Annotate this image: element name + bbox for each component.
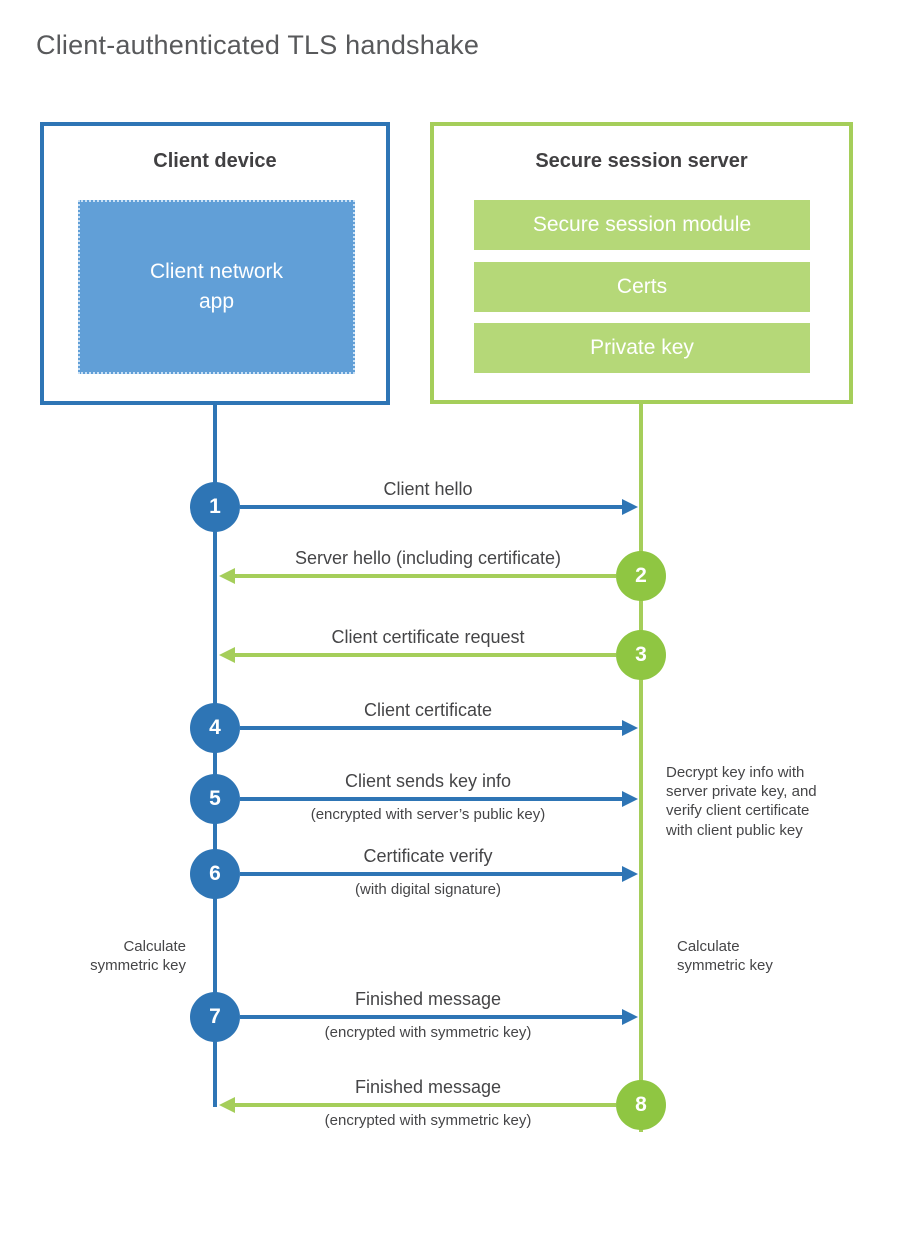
note-calculate-symmetric-key-server: Calculate symmetric key <box>677 937 807 975</box>
step-1-badge: 1 <box>190 482 240 532</box>
server-lifeline <box>639 403 643 1132</box>
step-4-arrow <box>240 726 623 730</box>
step-6-badge: 6 <box>190 849 240 899</box>
step-2-label: Server hello (including certificate) <box>294 548 562 568</box>
client-device-heading: Client device <box>153 150 277 172</box>
server-module-private-key: Private key <box>474 323 810 373</box>
step-8-badge: 8 <box>616 1080 666 1130</box>
note-calc-left-line1: Calculate <box>123 938 186 955</box>
step-7-arrowhead-icon <box>622 1009 638 1025</box>
step-8-label: Finished message <box>354 1077 502 1097</box>
step-2-arrow <box>233 574 616 578</box>
step-4-label: Client certificate <box>363 700 493 720</box>
step-6-label: Certificate verify <box>363 846 493 866</box>
step-2-arrowhead-icon <box>219 568 235 584</box>
step-8-arrow <box>233 1103 616 1107</box>
step-5-arrowhead-icon <box>622 791 638 807</box>
step-7-sublabel: (encrypted with symmetric key) <box>324 1024 532 1041</box>
step-3-arrowhead-icon <box>219 647 235 663</box>
client-app-label-line2: app <box>198 290 235 313</box>
step-3-arrow <box>233 653 616 657</box>
step-7-badge: 7 <box>190 992 240 1042</box>
step-2-badge: 2 <box>616 551 666 601</box>
note-calc-right-line2: symmetric key <box>677 957 773 975</box>
step-5-arrow <box>240 797 623 801</box>
server-module-secure-session: Secure session module <box>474 200 810 250</box>
step-4-badge: 4 <box>190 703 240 753</box>
secure-session-server-heading: Secure session server <box>535 150 748 172</box>
page-title: Client-authenticated TLS handshake <box>36 30 480 60</box>
step-5-sublabel: (encrypted with server’s public key) <box>310 806 546 823</box>
step-7-arrow <box>240 1015 623 1019</box>
note-calc-left-line2: symmetric key <box>90 957 186 975</box>
note-calc-right-line1: Calculate <box>677 938 740 955</box>
step-6-sublabel: (with digital signature) <box>355 881 501 898</box>
step-8-arrowhead-icon <box>219 1097 235 1113</box>
step-8-sublabel: (encrypted with symmetric key) <box>324 1112 532 1129</box>
step-3-label: Client certificate request <box>331 627 525 647</box>
step-7-label: Finished message <box>354 989 502 1009</box>
note-decrypt-key-info: Decrypt key info with server private key… <box>666 764 817 839</box>
step-6-arrow <box>240 872 623 876</box>
client-network-app-box: Client network app <box>78 200 355 374</box>
step-1-arrow <box>240 505 623 509</box>
step-1-label: Client hello <box>383 479 473 499</box>
step-5-label: Client sends key info <box>344 771 512 791</box>
step-4-arrowhead-icon <box>622 720 638 736</box>
note-calculate-symmetric-key-client: Calculate symmetric key <box>56 937 186 975</box>
client-lifeline <box>213 403 217 1107</box>
client-app-label-line1: Client network <box>149 259 284 283</box>
step-6-arrowhead-icon <box>622 866 638 882</box>
server-module-certs: Certs <box>474 262 810 312</box>
step-5-badge: 5 <box>190 774 240 824</box>
step-1-arrowhead-icon <box>622 499 638 515</box>
step-3-badge: 3 <box>616 630 666 680</box>
